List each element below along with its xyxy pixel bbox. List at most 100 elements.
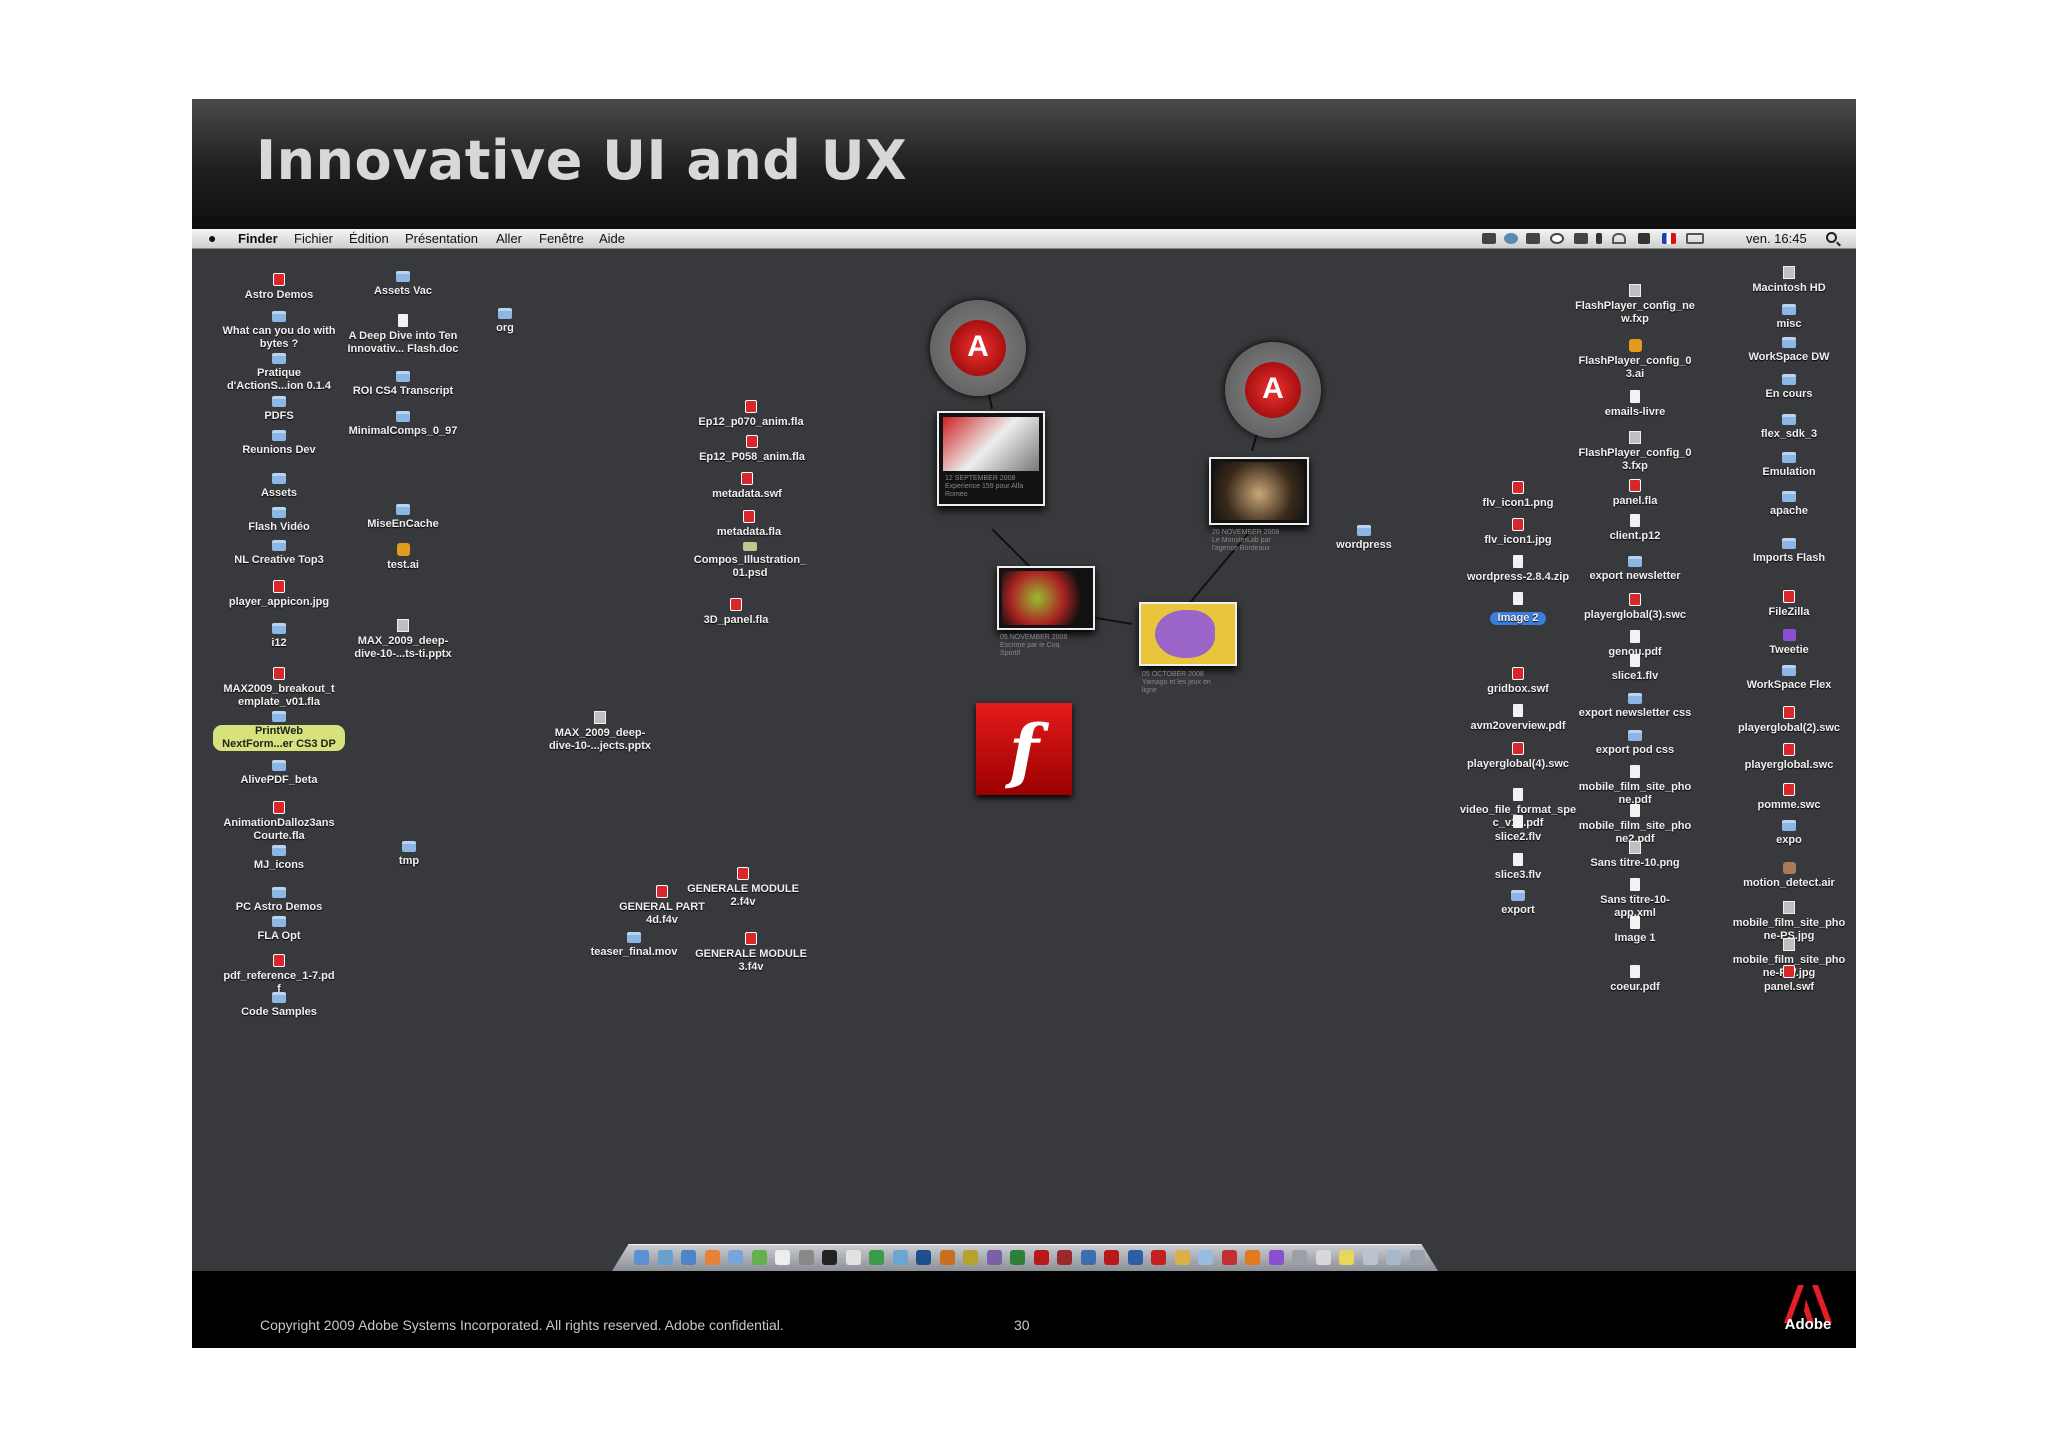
desktop-item-misc[interactable]: misc xyxy=(1719,304,1856,331)
menu-finder[interactable]: Finder xyxy=(238,231,278,246)
showcase-card[interactable]: 12 SEPTEMBER 2008 Experience 159 pour Al… xyxy=(937,411,1045,506)
desktop-item-max-2009-deep-dive-10-ts-ti-pptx[interactable]: MAX_2009_deep- dive-10-...ts-ti.pptx xyxy=(333,619,473,661)
desktop-item-assets-vac[interactable]: Assets Vac xyxy=(333,271,473,298)
terminal-icon[interactable] xyxy=(822,1250,837,1265)
device-central-icon[interactable] xyxy=(1127,1250,1143,1265)
desktop-item-mobile-film-site-pho-ne-ps-jpg[interactable]: mobile_film_site_pho ne-PS.jpg xyxy=(1719,901,1856,943)
bridge-icon[interactable] xyxy=(986,1250,1002,1265)
menu-fenetre[interactable]: Fenêtre xyxy=(539,231,584,246)
menu-presentation[interactable]: Présentation xyxy=(405,231,478,246)
dreamweaver-icon[interactable] xyxy=(869,1250,884,1265)
desktop-item-what-can-you-do-with-bytes[interactable]: What can you do with bytes ? xyxy=(209,311,349,351)
desktop-item-metadata-swf[interactable]: metadata.swf xyxy=(677,472,817,501)
desktop-item-astro-demos[interactable]: Astro Demos xyxy=(209,273,349,302)
firefox-icon[interactable] xyxy=(704,1250,720,1265)
desktop-item-nl-creative-top3[interactable]: NL Creative Top3 xyxy=(209,540,349,567)
desktop-item-avm2overview-pdf[interactable]: avm2overview.pdf xyxy=(1448,704,1588,733)
wifi-icon[interactable] xyxy=(1612,233,1626,244)
desktop-item-playerglobal-swc[interactable]: playerglobal.swc xyxy=(1719,743,1856,772)
desktop-item-slice2-flv[interactable]: slice2.flv xyxy=(1448,815,1588,844)
desktop-item-workspace-dw[interactable]: WorkSpace DW xyxy=(1719,337,1856,364)
illustrator-icon[interactable] xyxy=(939,1250,955,1265)
stickies-icon[interactable] xyxy=(1339,1250,1354,1265)
mail-icon[interactable] xyxy=(657,1250,673,1265)
desktop-item-generale-module-3-f4v[interactable]: GENERALE MODULE 3.f4v xyxy=(681,932,821,974)
menu-edition[interactable]: Édition xyxy=(349,231,389,246)
safari-icon[interactable] xyxy=(681,1250,696,1265)
globe-icon[interactable] xyxy=(1504,233,1518,244)
showcase-card[interactable] xyxy=(1139,602,1237,666)
desktop-item-panel-fla[interactable]: panel.fla xyxy=(1565,479,1705,508)
desktop-item-flashplayer-config-0-3-ai[interactable]: FlashPlayer_config_0 3.ai xyxy=(1565,339,1705,381)
pencil-icon[interactable] xyxy=(1174,1250,1190,1265)
ical-icon[interactable] xyxy=(845,1250,861,1265)
desktop-item-generale-module-2-f4v[interactable]: GENERALE MODULE 2.f4v xyxy=(673,867,813,909)
flash-icon[interactable] xyxy=(1033,1250,1049,1265)
desktop-item-teaser-final-mov[interactable]: teaser_final.mov xyxy=(564,932,704,959)
desktop-item-export-pod-css[interactable]: export pod css xyxy=(1565,730,1705,757)
desktop-item-flashplayer-config-ne-w-fxp[interactable]: FlashPlayer_config_ne w.fxp xyxy=(1565,284,1705,326)
desktop-item-roi-cs4-transcript[interactable]: ROI CS4 Transcript xyxy=(333,371,473,398)
desktop-item-export-newsletter-css[interactable]: export newsletter css xyxy=(1565,693,1705,720)
desktop-item-playerglobal-3-swc[interactable]: playerglobal(3).swc xyxy=(1565,593,1705,622)
desktop-item-en-cours[interactable]: En cours xyxy=(1719,374,1856,401)
finder-icon[interactable] xyxy=(634,1250,649,1265)
menubar-clock[interactable]: ven. 16:45 xyxy=(1746,231,1807,246)
desktop-item-test-ai[interactable]: test.ai xyxy=(333,543,473,572)
desktop-item-a-deep-dive-into-ten-innovativ-flash-doc[interactable]: A Deep Dive into Ten Innovativ... Flash.… xyxy=(333,314,473,356)
desktop-item-genou-pdf[interactable]: genou.pdf xyxy=(1565,630,1705,659)
desktop-item-export[interactable]: export xyxy=(1448,890,1588,917)
desktop-item-metadata-fla[interactable]: metadata.fla xyxy=(679,510,819,539)
desktop-item-ep12-p070-anim-fla[interactable]: Ep12_p070_anim.fla xyxy=(681,400,821,429)
documents-icon[interactable] xyxy=(1362,1250,1378,1265)
desktop-item-3d-panel-fla[interactable]: 3D_panel.fla xyxy=(666,598,806,627)
desktop-item-i12[interactable]: i12 xyxy=(209,623,349,650)
desktop-item-workspace-flex[interactable]: WorkSpace Flex xyxy=(1719,665,1856,692)
volume-icon[interactable] xyxy=(1638,233,1650,244)
desktop-item-playerglobal-2-swc[interactable]: playerglobal(2).swc xyxy=(1719,706,1856,735)
desktop-item-pdf-reference-1-7-pd-f[interactable]: pdf_reference_1-7.pd f xyxy=(209,954,349,996)
desktop-item-slice1-flv[interactable]: slice1.flv xyxy=(1565,654,1705,683)
menu-aller[interactable]: Aller xyxy=(496,231,523,246)
desktop-item-sans-titre-10-png[interactable]: Sans titre-10.png xyxy=(1565,841,1705,870)
desktop-item-flv-icon1-png[interactable]: flv_icon1.png xyxy=(1448,481,1588,510)
colorsync-icon[interactable] xyxy=(1315,1250,1331,1265)
desktop-item-flv-icon1-jpg[interactable]: flv_icon1.jpg xyxy=(1448,518,1588,547)
vlc-icon[interactable] xyxy=(1245,1250,1260,1265)
desktop-item-pratique-d-actions-ion-0-1-4[interactable]: Pratique d'ActionS...ion 0.1.4 xyxy=(209,353,349,393)
desktop-item-gridbox-swf[interactable]: gridbox.swf xyxy=(1448,667,1588,696)
itunes-icon[interactable] xyxy=(728,1250,743,1265)
showcase-card[interactable] xyxy=(1209,457,1309,525)
flexbuilder-icon[interactable] xyxy=(1080,1250,1096,1265)
spotlight-search-icon[interactable] xyxy=(1826,232,1837,243)
desktop-item-image-2[interactable]: Image 2 xyxy=(1448,592,1588,626)
ichat-icon[interactable] xyxy=(751,1250,767,1265)
desktop-item-general-part-4d-f4v[interactable]: GENERAL PART 4d.f4v xyxy=(592,885,732,927)
desktop-item-coeur-pdf[interactable]: coeur.pdf xyxy=(1565,965,1705,994)
desktop-item-flex-sdk-3[interactable]: flex_sdk_3 xyxy=(1719,414,1856,441)
desktop-item-miseencache[interactable]: MiseEnCache xyxy=(333,504,473,531)
apple-menu-icon[interactable]: ● xyxy=(208,230,217,246)
desktop-item-wordpress[interactable]: wordpress xyxy=(1294,525,1434,552)
desktop-item-fla-opt[interactable]: FLA Opt xyxy=(209,916,349,943)
bluetooth-icon[interactable] xyxy=(1596,233,1602,244)
desktop-item-code-samples[interactable]: Code Samples xyxy=(209,992,349,1019)
desktop-item-panel-swf[interactable]: panel.swf xyxy=(1719,965,1856,994)
menu-aide[interactable]: Aide xyxy=(599,231,626,246)
calculator-icon[interactable] xyxy=(798,1250,814,1265)
desktop-item-image-1[interactable]: Image 1 xyxy=(1565,916,1705,945)
desktop-item-max2009-breakout-t-emplate-v01-fla[interactable]: MAX2009_breakout_t emplate_v01.fla xyxy=(209,667,349,709)
acrobat-icon[interactable] xyxy=(1151,1250,1166,1265)
desktop-item-printweb-nextform-er-cs3-dp[interactable]: PrintWeb NextForm...er CS3 DP xyxy=(209,711,349,752)
desktop-item-emails-livre[interactable]: emails-livre xyxy=(1565,390,1705,419)
desktop-item-imports-flash[interactable]: Imports Flash xyxy=(1719,538,1856,565)
desktop-item-compos-illustration-01-psd[interactable]: Compos_Illustration_ 01.psd xyxy=(680,542,820,580)
menu-fichier[interactable]: Fichier xyxy=(294,231,334,246)
photoshop-icon[interactable] xyxy=(916,1250,931,1265)
soundbooth-icon[interactable] xyxy=(1010,1250,1025,1265)
desktop-item-mobile-film-site-pho-ne-pdf[interactable]: mobile_film_site_pho ne.pdf xyxy=(1565,765,1705,807)
desktop-item-playerglobal-4-swc[interactable]: playerglobal(4).swc xyxy=(1448,742,1588,771)
tray-icon[interactable] xyxy=(1526,233,1540,244)
desktop-item-minimalcomps-0-97[interactable]: MinimalComps_0_97 xyxy=(333,411,473,438)
desktop-item-wordpress-2-8-4-zip[interactable]: wordpress-2.8.4.zip xyxy=(1448,555,1588,584)
